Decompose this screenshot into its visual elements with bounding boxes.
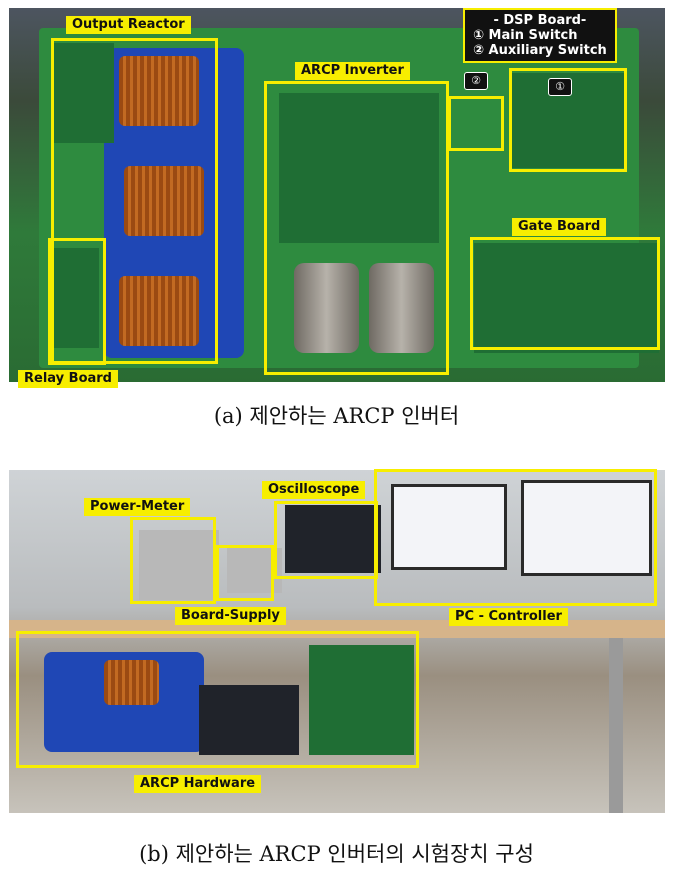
dsp-aux-switch: ② Auxiliary Switch <box>473 43 607 58</box>
main-switch-box <box>509 68 627 172</box>
table-leg <box>609 638 623 813</box>
pcb-relay <box>54 248 99 348</box>
power-meter-body <box>139 530 219 600</box>
dsp-main-switch: ① Main Switch <box>473 28 578 43</box>
oscilloscope-body <box>285 505 381 573</box>
monitor-2 <box>521 480 652 576</box>
hw-heatsink <box>199 685 299 755</box>
pcb-inverter <box>279 93 439 243</box>
arcp-inverter-box <box>264 81 449 375</box>
label-oscilloscope: Oscilloscope <box>262 481 366 499</box>
label-board-supply: Board-Supply <box>175 607 286 625</box>
pc-controller-box <box>374 469 657 606</box>
arcp-hardware-box <box>16 631 419 768</box>
hw-coil <box>104 660 159 705</box>
capacitor-2 <box>369 263 434 353</box>
caption-b: (b) 제안하는 ARCP 인버터의 시험장치 구성 <box>139 842 534 866</box>
caption-a: (a) 제안하는 ARCP 인버터 <box>213 404 460 428</box>
board-supply-box <box>216 545 274 601</box>
label-power-meter: Power-Meter <box>84 498 191 516</box>
label-arcp-inverter: ARCP Inverter <box>295 62 410 80</box>
aux-switch-box <box>448 96 504 151</box>
marker-1: ① <box>548 78 572 96</box>
reactor-coil-3 <box>119 276 199 346</box>
marker-2: ② <box>464 72 488 90</box>
capacitor-1 <box>294 263 359 353</box>
monitor-1 <box>391 484 507 570</box>
oscilloscope-box <box>274 501 378 579</box>
label-dsp-board: - DSP Board- ① Main Switch ② Auxiliary S… <box>463 8 617 63</box>
pcb-gate <box>474 243 659 353</box>
reactor-coil-2 <box>124 166 204 236</box>
pcb-left <box>54 43 114 143</box>
label-pc-controller: PC - Controller <box>449 608 568 626</box>
label-output-reactor: Output Reactor <box>66 16 191 34</box>
photo-test-setup <box>9 470 665 813</box>
output-reactor-box <box>51 38 218 364</box>
power-meter-box <box>130 517 216 604</box>
reactor-coil-1 <box>119 56 199 126</box>
label-arcp-hardware: ARCP Hardware <box>134 775 262 793</box>
label-gate-board: Gate Board <box>512 218 607 236</box>
dsp-title: - DSP Board- <box>493 13 587 28</box>
label-relay-board: Relay Board <box>18 370 118 388</box>
hw-pcb <box>309 645 414 755</box>
relay-board-box <box>48 238 106 365</box>
gate-board-box <box>470 237 660 350</box>
